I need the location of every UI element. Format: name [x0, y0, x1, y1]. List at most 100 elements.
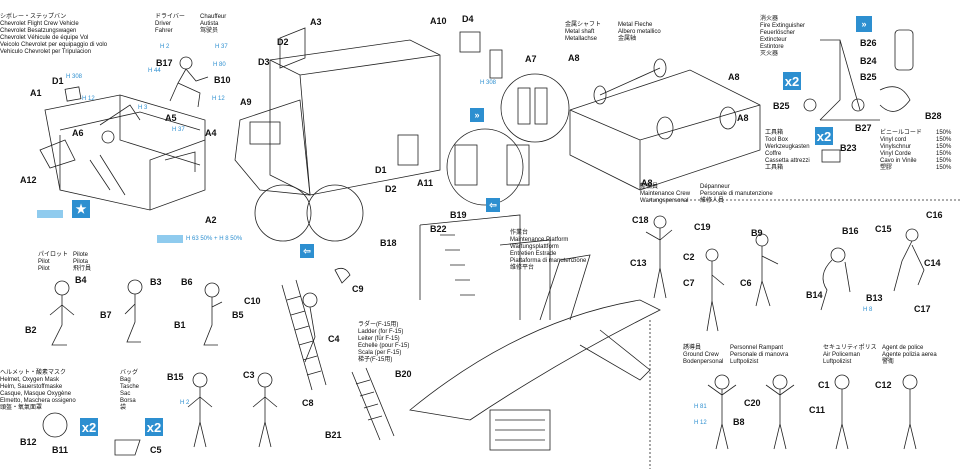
paint-code: H 12: [212, 96, 225, 102]
pilot-caption: パイロット Pilot Pilot: [38, 252, 69, 272]
part-label: B25: [860, 72, 877, 82]
part-label: B3: [150, 277, 162, 287]
part-label: C5: [150, 445, 162, 455]
part-label: A5: [165, 113, 177, 123]
part-label: B4: [75, 275, 87, 285]
part-label: A11: [417, 178, 434, 188]
ground-crew-caption-2: Personnel Rampant Personale di manovra L…: [730, 345, 789, 365]
part-label: C17: [914, 304, 931, 314]
paint-code: H 3: [138, 105, 148, 111]
part-label: A8: [568, 53, 580, 63]
part-label: B27: [855, 123, 872, 133]
part-label: C20: [744, 398, 761, 408]
ladder-caption: ラダー(F-15用) Ladder (for F-15) Leiter (für…: [358, 322, 410, 363]
part-label: A6: [72, 128, 84, 138]
paint-code: H 37: [215, 44, 228, 50]
arrow-icon: ⇦: [300, 244, 314, 258]
part-label: A3: [310, 17, 322, 27]
part-label: B5: [232, 310, 244, 320]
ground-crew-caption: 誘導員 Ground Crew Bodenpersonal: [683, 345, 724, 365]
part-label: A9: [240, 97, 252, 107]
arrow-icon: ⇦: [486, 198, 500, 212]
part-label: C7: [683, 278, 695, 288]
pilot-caption-2: Pilote Pilota 飛行員: [73, 252, 92, 272]
part-label: B15: [167, 372, 184, 382]
paint-code: H 8: [863, 307, 873, 313]
extinguisher-caption: 消火器 Fire Extinguisher Feuerlöscher Extin…: [760, 16, 806, 57]
part-label: A12: [20, 175, 37, 185]
paint-code: H 37: [172, 127, 185, 133]
police-caption-2: Agent de police Agente polizia aerea 警衛: [882, 345, 937, 365]
part-label: B12: [20, 437, 37, 447]
x2-badge: x2: [80, 418, 98, 436]
part-label: C14: [924, 258, 941, 268]
part-label: B1: [174, 320, 186, 330]
x2-badge: x2: [783, 72, 801, 90]
part-label: B25: [773, 101, 790, 111]
x2-badge: x2: [815, 127, 833, 145]
part-label: B6: [181, 277, 193, 287]
part-label: B11: [52, 445, 69, 455]
paint-code: H 12: [82, 96, 95, 102]
helmet-caption: ヘルメット・酸素マスク Helmet, Oxygen Mask Helm, Sa…: [0, 370, 76, 411]
part-label: B9: [751, 228, 763, 238]
part-label: A8: [737, 113, 749, 123]
part-label: C11: [809, 405, 826, 415]
police-caption: セキュリティポリス Air Policeman Luftpolizist: [823, 345, 877, 365]
part-label: B26: [860, 38, 877, 48]
paint-code: H 63 50% + H 8 50%: [186, 236, 243, 242]
part-label: D4: [462, 14, 474, 24]
part-label: B8: [733, 417, 745, 427]
part-label: B28: [925, 111, 942, 121]
part-label: B19: [450, 210, 467, 220]
vinyl-percent: 150%150%150%150%150%150%: [936, 130, 952, 171]
x2-badge: x2: [145, 418, 163, 436]
paint-code: H 44: [148, 68, 161, 74]
paint-code: H 80: [213, 62, 226, 68]
part-label: B18: [380, 238, 397, 248]
paint-swatch: [157, 235, 183, 243]
extinguisher-icon: »: [856, 16, 872, 32]
part-label: D2: [277, 37, 289, 47]
part-label: C12: [875, 380, 892, 390]
part-label: B21: [325, 430, 342, 440]
part-label: C1: [818, 380, 830, 390]
part-label: A1: [30, 88, 42, 98]
arrow-icon: »: [470, 108, 484, 122]
part-label: B22: [430, 224, 447, 234]
part-label: C19: [694, 222, 711, 232]
part-label: B2: [25, 325, 37, 335]
part-label: C4: [328, 334, 340, 344]
part-label: A8: [641, 178, 653, 188]
paint-code: H 12: [694, 420, 707, 426]
part-label: A4: [205, 128, 217, 138]
part-label: C15: [875, 224, 892, 234]
driver-caption: ドライバー Driver Fahrer: [155, 14, 185, 34]
part-label: C3: [243, 370, 255, 380]
paint-code: H 81: [694, 404, 707, 410]
driver-caption-2: Chauffeur Autista 驾驶员: [200, 14, 227, 34]
part-label: A2: [205, 215, 217, 225]
part-label: D2: [385, 184, 397, 194]
part-label: B14: [806, 290, 823, 300]
part-label: C6: [740, 278, 752, 288]
maint-crew-caption: 整備員 Maintenance Crew Wartungspersonal: [640, 184, 691, 204]
part-label: B23: [840, 143, 857, 153]
part-label: B7: [100, 310, 112, 320]
part-label: C9: [352, 284, 364, 294]
part-label: C8: [302, 398, 314, 408]
part-label: D1: [375, 165, 387, 175]
paint-code: H 308: [480, 80, 497, 86]
maint-crew-caption-2: Dépanneur Personale di manutenzione 維修人員: [700, 184, 773, 204]
paint-code: H 308: [66, 74, 83, 80]
platform-caption: 作業台 Maintenance Platform Wartungsplattfo…: [510, 230, 587, 271]
chevrolet-caption: シボレー・ステップバン Chevrolet Flight Crew Vehicl…: [0, 14, 108, 55]
part-label: A7: [525, 54, 537, 64]
part-label: B10: [214, 75, 231, 85]
part-label: D1: [52, 76, 64, 86]
part-label: A10: [430, 16, 447, 26]
part-label: C16: [926, 210, 943, 220]
part-label: C2: [683, 252, 695, 262]
